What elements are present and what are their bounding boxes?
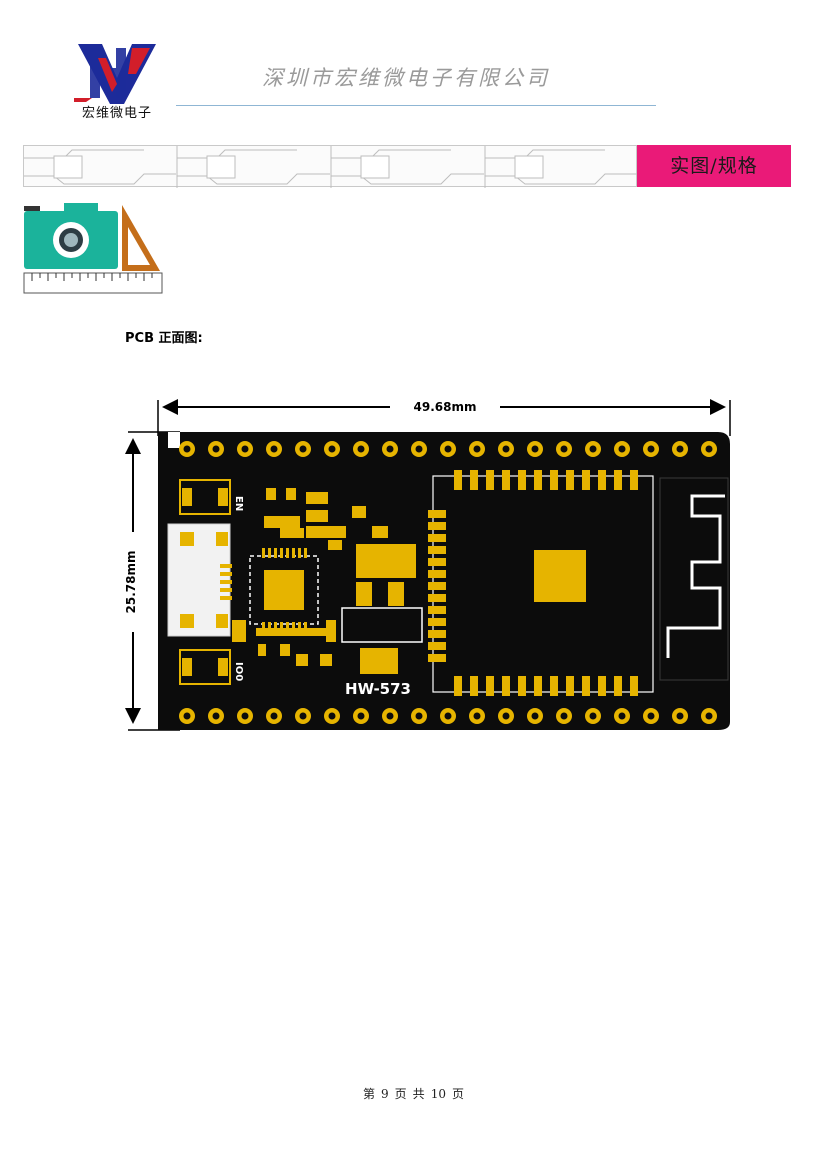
io0-silkscreen: IO0: [233, 662, 244, 681]
header-divider: [176, 105, 656, 106]
camera-ruler-icon: [23, 203, 163, 294]
footer-total-prefix: 共: [412, 1087, 425, 1101]
company-name: 深圳市宏维微电子有限公司: [262, 66, 550, 90]
pcb-front-label: PCB 正面图:: [125, 331, 203, 346]
footer-prefix: 第: [363, 1087, 376, 1101]
footer-total-unit: 页: [451, 1087, 464, 1101]
en-silkscreen: EN: [233, 496, 244, 511]
circuit-pattern-strip: [23, 145, 638, 188]
section-banner: 实图/规格: [23, 145, 791, 188]
footer-total-pages: 10: [430, 1087, 446, 1101]
board-model-silkscreen: HW-573: [345, 680, 411, 698]
footer-page-unit: 页: [394, 1087, 407, 1101]
footer-page-number: 9: [381, 1087, 389, 1101]
width-dimension-line: [157, 399, 731, 436]
width-dimension-text: 49.68mm: [414, 400, 477, 414]
company-logo: [74, 44, 156, 104]
logo-caption: 宏维微电子: [81, 106, 152, 121]
banner-tab: 实图/规格: [637, 145, 791, 187]
height-dimension-text: 25.78mm: [124, 551, 138, 614]
pcb-front-figure: 49.68mm 25.78mm: [124, 399, 731, 731]
